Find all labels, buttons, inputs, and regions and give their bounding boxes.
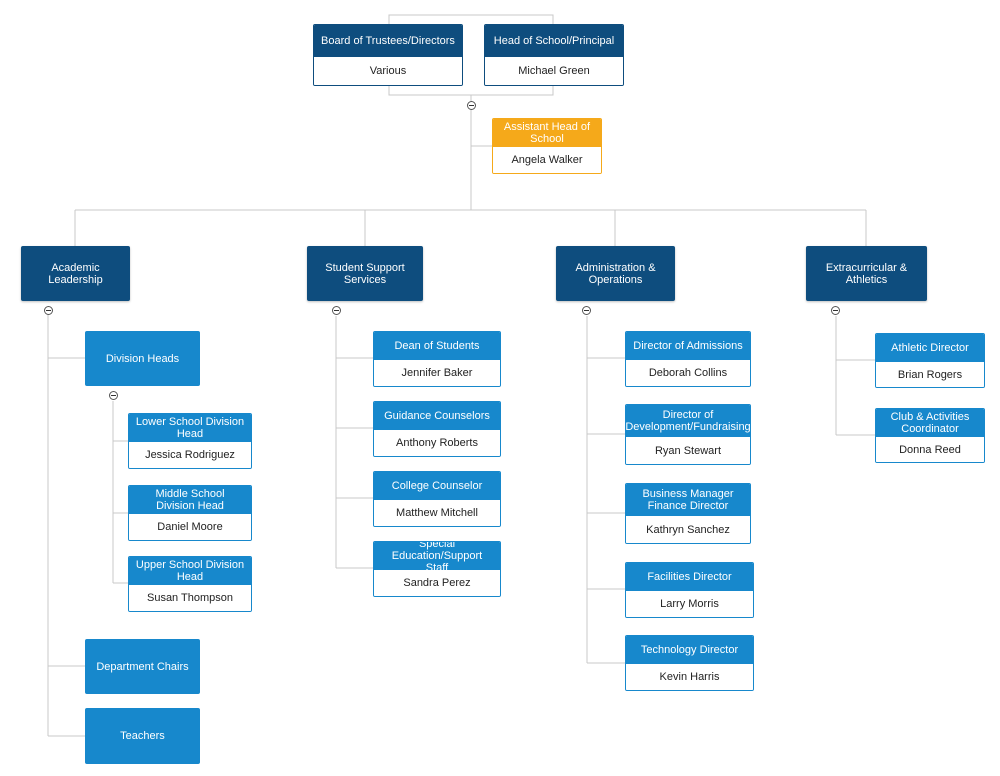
node-title: Board of Trustees/Directors [314,25,462,57]
node-name: Brian Rogers [876,362,984,387]
board-node[interactable]: Board of Trustees/Directors Various [313,24,463,86]
node-name: Susan Thompson [129,585,251,611]
node-name: Anthony Roberts [374,430,500,456]
head-of-school-node[interactable]: Head of School/Principal Michael Green [484,24,624,86]
collapse-toggle-icon[interactable] [109,391,118,400]
node-name: Deborah Collins [626,360,750,386]
top-bracket-line [388,14,554,25]
middle-school-node[interactable]: Middle School Division Head Daniel Moore [128,485,252,541]
node-name: Ryan Stewart [626,437,750,464]
node-title: Business Manager Finance Director [626,484,750,516]
node-title: Upper School Division Head [129,557,251,585]
collapse-toggle-icon[interactable] [582,306,591,315]
collapse-toggle-icon[interactable] [44,306,53,315]
administration-operations-node[interactable]: Administration & Operations [556,246,675,301]
upper-school-node[interactable]: Upper School Division Head Susan Thompso… [128,556,252,612]
node-title: Middle School Division Head [129,486,251,514]
node-name: Jennifer Baker [374,360,500,386]
node-name: Donna Reed [876,437,984,462]
node-name: Kevin Harris [626,664,753,690]
node-title: Facilities Director [626,563,753,591]
node-name: Sandra Perez [374,570,500,596]
node-name: Daniel Moore [129,514,251,540]
node-title: Lower School Division Head [129,414,251,442]
student-support-node[interactable]: Student Support Services [307,246,423,301]
node-title: Assistant Head of School [493,119,601,147]
node-name: Jessica Rodriguez [129,442,251,468]
facilities-director-node[interactable]: Facilities Director Larry Morris [625,562,754,618]
teachers-node[interactable]: Teachers [85,708,200,764]
collapse-toggle-icon[interactable] [467,101,476,110]
node-title: Head of School/Principal [485,25,623,57]
guidance-counselors-node[interactable]: Guidance Counselors Anthony Roberts [373,401,501,457]
director-development-node[interactable]: Director of Development/Fundraising Ryan… [625,404,751,465]
department-chairs-node[interactable]: Department Chairs [85,639,200,694]
node-title: Guidance Counselors [374,402,500,430]
club-activities-node[interactable]: Club & Activities Coordinator Donna Reed [875,408,985,463]
node-title: Dean of Students [374,332,500,360]
assistant-head-node[interactable]: Assistant Head of School Angela Walker [492,118,602,174]
special-education-node[interactable]: Special Education/Support Staff Sandra P… [373,541,501,597]
extracurricular-athletics-node[interactable]: Extracurricular & Athletics [806,246,927,301]
lower-school-node[interactable]: Lower School Division Head Jessica Rodri… [128,413,252,469]
collapse-toggle-icon[interactable] [332,306,341,315]
node-name: Kathryn Sanchez [626,516,750,543]
division-heads-node[interactable]: Division Heads [85,331,200,386]
academic-leadership-node[interactable]: Academic Leadership [21,246,130,301]
node-title: Club & Activities Coordinator [876,409,984,437]
collapse-toggle-icon[interactable] [831,306,840,315]
director-admissions-node[interactable]: Director of Admissions Deborah Collins [625,331,751,387]
node-name: Larry Morris [626,591,753,617]
node-title: Technology Director [626,636,753,664]
node-title: Director of Admissions [626,332,750,360]
node-title: Special Education/Support Staff [374,542,500,574]
bottom-bracket-line [388,85,554,96]
athletic-director-node[interactable]: Athletic Director Brian Rogers [875,333,985,388]
college-counselor-node[interactable]: College Counselor Matthew Mitchell [373,471,501,527]
node-name: Various [314,57,462,85]
technology-director-node[interactable]: Technology Director Kevin Harris [625,635,754,691]
node-name: Matthew Mitchell [374,500,500,526]
business-manager-node[interactable]: Business Manager Finance Director Kathry… [625,483,751,544]
node-title: Director of Development/Fundraising [626,405,750,437]
node-name: Michael Green [485,57,623,85]
node-name: Angela Walker [493,147,601,173]
dean-of-students-node[interactable]: Dean of Students Jennifer Baker [373,331,501,387]
node-title: College Counselor [374,472,500,500]
node-title: Athletic Director [876,334,984,362]
